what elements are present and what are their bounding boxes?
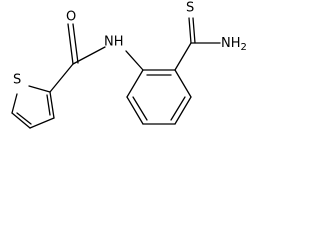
bond-thio-double-2	[192, 17, 196, 44]
benzene-double-3	[132, 96, 148, 121]
benzene-bond-2	[174, 69, 192, 98]
benzene-bond-6	[126, 69, 144, 98]
chemical-structure: S O NH S NH2	[11, 1, 247, 129]
thiophene-bond-c4-c3	[29, 117, 55, 129]
thiophene-double-c3-c2	[46, 94, 51, 116]
bond-benzene-thiocarbon	[174, 42, 192, 71]
thiophene-bond-c5-c4	[11, 112, 31, 129]
thiophene-bond-c3-c2	[49, 91, 55, 119]
bond-carbonyl-double-2	[72, 23, 79, 64]
benzene-double-2	[170, 96, 186, 121]
atom-label-amine-nh2: NH2	[221, 36, 247, 53]
thioamide-group	[174, 17, 221, 71]
atom-label-thioamide-s: S	[186, 1, 194, 16]
atom-label-carbonyl-o: O	[66, 10, 76, 25]
bond-nh-benzene	[125, 50, 144, 71]
bond-thiophene-carbonyl	[49, 63, 74, 93]
amine-nh-text: NH	[221, 36, 241, 51]
thiophene-double-c5-c4	[16, 112, 32, 125]
thiophene-bond-s-c5	[11, 93, 18, 114]
bond-carbonyl-double-1	[67, 23, 74, 65]
amine-subscript: 2	[241, 42, 247, 53]
carbonyl-group	[49, 23, 106, 93]
bond-carbonyl-nh	[72, 46, 106, 65]
benzene-bond-5	[126, 96, 144, 125]
atom-label-amide-nh: NH	[104, 35, 124, 50]
bond-thio-double-1	[188, 17, 192, 44]
benzene-ring	[126, 69, 192, 125]
benzene-bond-3	[174, 96, 192, 125]
thiophene-bond-c2-s	[28, 85, 51, 93]
atom-label-thiophene-s: S	[13, 73, 21, 88]
thiophene-ring	[11, 85, 55, 129]
